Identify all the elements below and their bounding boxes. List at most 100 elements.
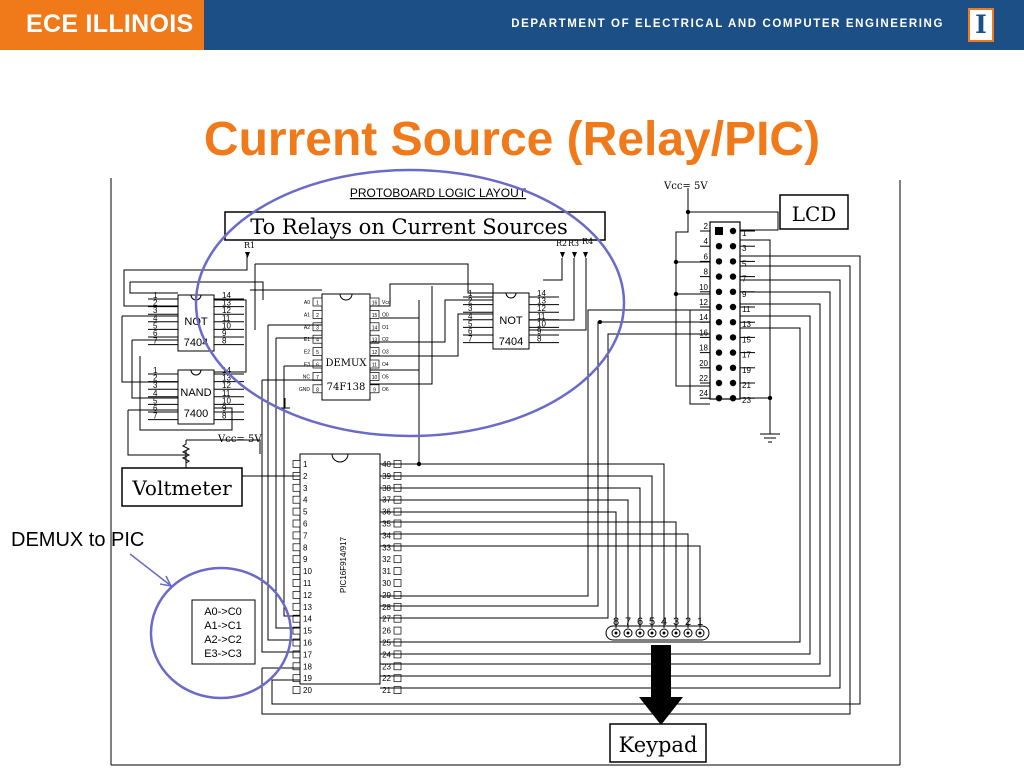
gate-pin-label: 5 [153,321,158,330]
lcd-pin [715,334,723,341]
lcd-pin-label: 1 [742,229,747,238]
demux-pin-label: A0 [304,300,310,306]
brand-block: ECE ILLINOIS [0,0,204,50]
gate-pin-label: 8 [537,335,542,344]
gate-pin-label: 3 [153,381,158,390]
lcd-pin [715,303,723,311]
pic-label: PIC16F914/917 [339,536,348,593]
pic-pin [393,686,402,694]
pic-pin [292,614,301,623]
illinois-logo: I [968,8,994,42]
demux-pin-number: 7 [316,375,319,381]
lcd-pin-label: 13 [742,320,751,329]
gate-pin-label: 11 [537,312,546,321]
gate-pin-label: 10 [222,396,231,405]
gate-pin-label: 4 [468,312,473,321]
mapping-item: A2->C2 [204,634,242,646]
gate-pin-label: 12 [222,306,231,315]
pic-pin [292,674,301,683]
demux-notch [339,293,353,301]
lcd-pin [729,227,737,235]
demux-pin [369,359,380,369]
pic-pin-label: 17 [303,650,312,659]
pic-pin [292,602,301,611]
lcd-pin [729,379,737,387]
gate-pin-label: 1 [153,366,158,375]
demux-pin-number: 4 [316,338,319,344]
demux-pin-label: O6 [382,387,389,393]
relays-box-label: To Relays on Current Sources [250,215,568,239]
demux-pin-label: O2 [382,337,389,343]
lcd-pin-label: 17 [742,351,751,360]
lcd-pin [729,395,737,402]
pic-pin [292,626,301,635]
gate-pin-label: 7 [468,335,473,344]
pic-chip [299,453,381,685]
pic-pin-label: 25 [382,639,391,648]
pic-pin-label: 23 [382,662,391,671]
demux-pin [312,347,323,356]
demux-pin-label: O4 [382,362,389,368]
lcd-pin [715,243,723,250]
demux-pin-number: 5 [316,350,319,356]
lcd-pin-label: 14 [699,313,708,322]
pic-pin [292,662,301,671]
demux-pin-number: 3 [316,325,319,331]
pic-pin-label: 11 [303,579,312,588]
gate-pin-label: 3 [153,306,158,315]
lcd-connector [709,221,741,400]
pic-pin [292,507,301,516]
lcd-pin-label: 15 [742,335,751,344]
demux-chip [321,293,371,401]
gate-pin-label: 3 [468,304,473,313]
pic-pin-label: 34 [382,531,391,540]
chip-7400: 7400 [184,408,208,420]
annotation-arrow-head [159,575,173,588]
pic-pin [393,555,402,564]
protoboard-title: PROTOBOARD LOGIC LAYOUT [350,186,527,200]
lcd-pin-label: 6 [704,252,709,261]
demux-pin-number: 1 [316,301,319,307]
gate-notch [505,292,517,299]
pic-pin-label: 10 [303,567,312,576]
gate-pin-label: 12 [222,381,231,390]
demux-pin-label: GND [299,387,311,393]
pic-pin [393,674,402,683]
gate-pin-label: 11 [222,314,231,323]
lcd-pin [715,273,723,280]
pic-pin-label: 1 [303,460,308,469]
brand-logo-text[interactable]: ECE ILLINOIS [26,10,194,38]
lcd-pin-label: 20 [699,359,708,368]
pic-pin-label: 20 [303,686,312,695]
pic-pin [393,543,402,552]
gate-pin-label: 13 [222,374,231,383]
vcc-top-label: Vcc= 5V [663,181,708,192]
pic-pin-label: 19 [303,674,312,683]
demux-pin-number: 12 [372,350,378,356]
illinois-logo-letter: I [975,10,987,39]
demux-pin-label: O1 [382,325,389,331]
lcd-pin-label: 16 [699,328,708,337]
keypad-pin-center [674,631,678,635]
slide-title: Current Source (Relay/PIC) [203,113,821,166]
lcd-pin-square [715,227,723,235]
lcd-pin-label: 8 [704,268,709,277]
demux-pin-label: A2 [304,325,310,331]
demux-pin-number: 10 [372,375,378,381]
lcd-pin [729,288,737,295]
side-label: DEMUX to PIC [11,529,145,551]
demux-pin [369,322,380,332]
pic-pin-label: 26 [382,627,391,636]
lcd-pin-label: 4 [704,237,709,246]
pic-pin [292,543,301,552]
lcd-pin [715,258,723,265]
demux-label: DEMUX [325,358,367,369]
demux-pin [312,384,323,394]
pic-pin [292,495,301,504]
demux-pin-number: 2 [316,313,319,319]
pic-pin-label: 24 [382,650,391,659]
lcd-pin-label: 5 [742,259,747,268]
department-name: DEPARTMENT OF ELECTRICAL AND COMPUTER EN… [511,18,944,30]
demux-pin-number: 9 [373,387,376,393]
